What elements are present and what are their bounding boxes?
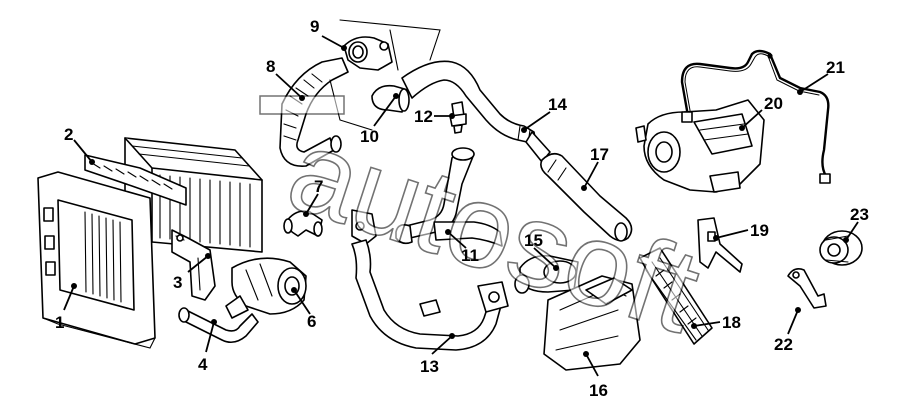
lever-arm-drawing: [787, 268, 827, 309]
callout-p21: 22: [774, 335, 793, 354]
callout-p9: 10: [360, 127, 379, 146]
heater-hose-drawing: [514, 254, 579, 294]
thermostat-housing-drawing: [329, 19, 441, 131]
callout-labels: 1 2 3 4 6 7 8 9 10 11 12 13 14 15 16 17 …: [55, 17, 869, 400]
callout-p10: 11: [461, 246, 479, 265]
callout-p11: 12: [414, 107, 433, 126]
callout-p15: 16: [589, 381, 608, 400]
elbow-hose-drawing: [283, 210, 323, 237]
wire-harness-drawing: [680, 49, 831, 184]
bleed-valve-drawing: [449, 101, 467, 134]
short-hose-drawing: [371, 84, 410, 113]
callout-p17: 18: [722, 313, 741, 332]
callout-p7: 8: [266, 57, 275, 76]
callout-p20: 21: [826, 58, 845, 77]
bypass-pipe-drawing: [395, 147, 503, 247]
leader-lines: [63, 35, 859, 377]
callout-p16: 17: [590, 145, 609, 164]
callout-p3: 3: [173, 273, 182, 292]
callout-p12: 13: [420, 357, 439, 376]
callout-p1: 1: [55, 313, 64, 332]
pulley-drawing: [819, 230, 863, 266]
flanged-pipe-drawing: [351, 209, 509, 351]
callout-p13: 14: [548, 95, 567, 114]
callout-p18: 19: [750, 221, 769, 240]
callout-p8: 9: [310, 17, 319, 36]
callout-p2: 2: [64, 125, 73, 144]
lower-pipe-drawing: [540, 152, 633, 242]
callout-p19: 20: [764, 94, 783, 113]
water-pump-drawing: [225, 257, 307, 319]
callout-p6: 7: [314, 177, 323, 196]
callout-p14: 15: [524, 231, 543, 250]
radiator-drawing: [84, 137, 263, 253]
callout-p4: 4: [198, 355, 208, 374]
heater-housing-drawing: [543, 275, 641, 371]
bracket-drawing: [171, 229, 216, 301]
lower-hose-drawing: [178, 307, 259, 344]
compressor-drawing: [635, 99, 765, 193]
callout-p22: 23: [850, 205, 869, 224]
callout-p5: 6: [307, 312, 316, 331]
